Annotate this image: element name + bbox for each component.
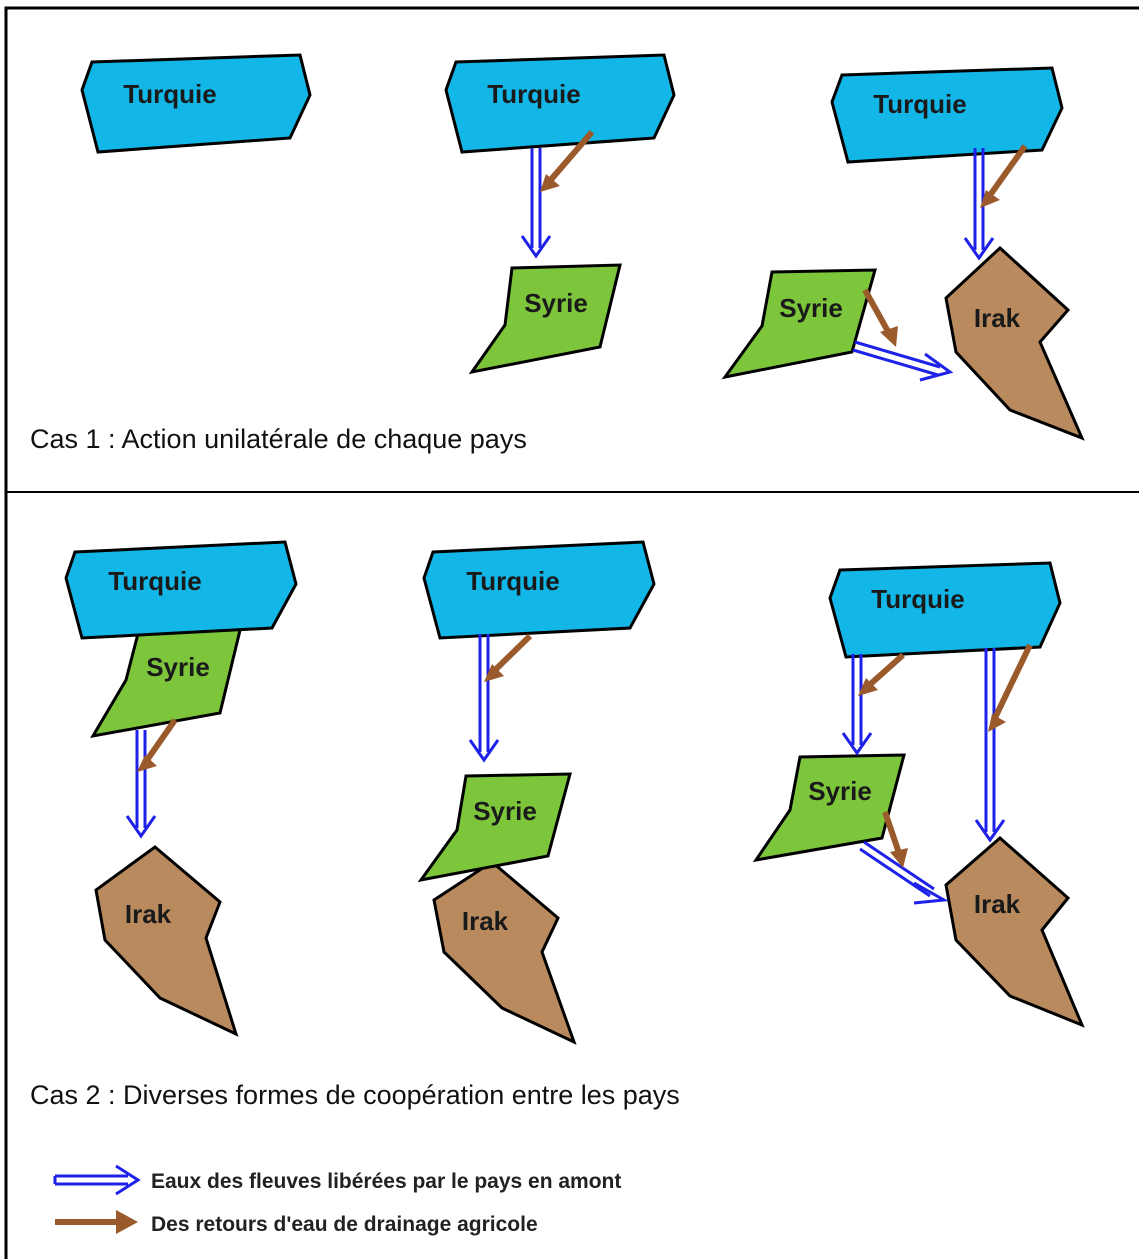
river-arrow-syrie-irak xyxy=(859,840,949,905)
drainage-arrow xyxy=(484,633,533,682)
irak-shape xyxy=(432,860,577,1045)
drainage-arrow xyxy=(137,718,178,772)
turquie-label: Turquie xyxy=(487,79,580,109)
turquie-shape xyxy=(444,53,676,154)
drainage-arrow-turquie-irak xyxy=(988,643,1033,732)
legend-river-label: Eaux des fleuves libérées par le pays en… xyxy=(151,1170,621,1193)
turquie-label: Turquie xyxy=(123,79,216,109)
turquie-label: Turquie xyxy=(873,89,966,119)
outer-frame xyxy=(4,6,1139,1259)
river-arrow-syrie-irak xyxy=(852,340,954,382)
river-arrow xyxy=(520,148,552,259)
legend-river-arrow-icon xyxy=(53,1164,141,1196)
turquie-label: Turquie xyxy=(871,584,964,614)
syrie-shape xyxy=(417,772,572,883)
turquie-shape xyxy=(64,540,298,640)
syrie-label: Syrie xyxy=(524,288,588,318)
case2-diagram1: Syrie Turquie Irak xyxy=(64,540,298,1037)
case1-diagram1: Turquie xyxy=(80,53,312,154)
syrie-label: Syrie xyxy=(779,293,843,323)
drainage-arrow xyxy=(540,130,595,192)
syrie-shape xyxy=(468,263,622,375)
irak-shape xyxy=(944,245,1085,441)
irak-label: Irak xyxy=(974,303,1021,333)
river-arrow xyxy=(468,634,500,763)
syrie-label: Syrie xyxy=(473,796,537,826)
legend-drainage-arrow-icon xyxy=(55,1210,138,1234)
case2-caption: Cas 2 : Diverses formes de coopération e… xyxy=(30,1080,680,1110)
case1-diagram3: Turquie Syrie Irak xyxy=(721,66,1085,441)
legend: Eaux des fleuves libérées par le pays en… xyxy=(53,1164,621,1236)
case2-diagram2: Turquie Irak Syrie xyxy=(417,540,656,1045)
drainage-arrow-syrie xyxy=(862,288,898,347)
syrie-label: Syrie xyxy=(146,652,210,682)
turquie-shape xyxy=(828,561,1062,659)
syrie-shape xyxy=(721,268,877,380)
turquie-label: Turquie xyxy=(466,566,559,596)
turquie-shape xyxy=(80,53,312,154)
turquie-shape xyxy=(830,66,1064,164)
river-arrow-turquie-irak xyxy=(974,648,1006,843)
river-arrow xyxy=(125,730,157,839)
drainage-arrow-syrie-irak xyxy=(882,811,908,868)
turquie-label: Turquie xyxy=(108,566,201,596)
legend-drainage-label: Des retours d'eau de drainage agricole xyxy=(151,1213,538,1236)
irak-shape xyxy=(944,836,1085,1028)
case1-caption: Cas 1 : Action unilatérale de chaque pay… xyxy=(30,424,527,454)
syrie-shape xyxy=(752,753,906,863)
irak-label: Irak xyxy=(462,906,509,936)
case2-diagram3: Turquie Syrie Irak xyxy=(752,561,1085,1028)
irak-label: Irak xyxy=(974,889,1021,919)
irak-shape xyxy=(94,845,239,1037)
turquie-shape xyxy=(422,540,656,640)
river-arrow-turquie-syrie xyxy=(841,654,873,756)
irak-label: Irak xyxy=(125,899,172,929)
drainage-arrow-turquie xyxy=(980,144,1028,208)
syrie-label: Syrie xyxy=(808,776,872,806)
case1-diagram2: Turquie Syrie xyxy=(444,53,676,375)
drainage-arrow-turquie-syrie xyxy=(858,652,905,696)
